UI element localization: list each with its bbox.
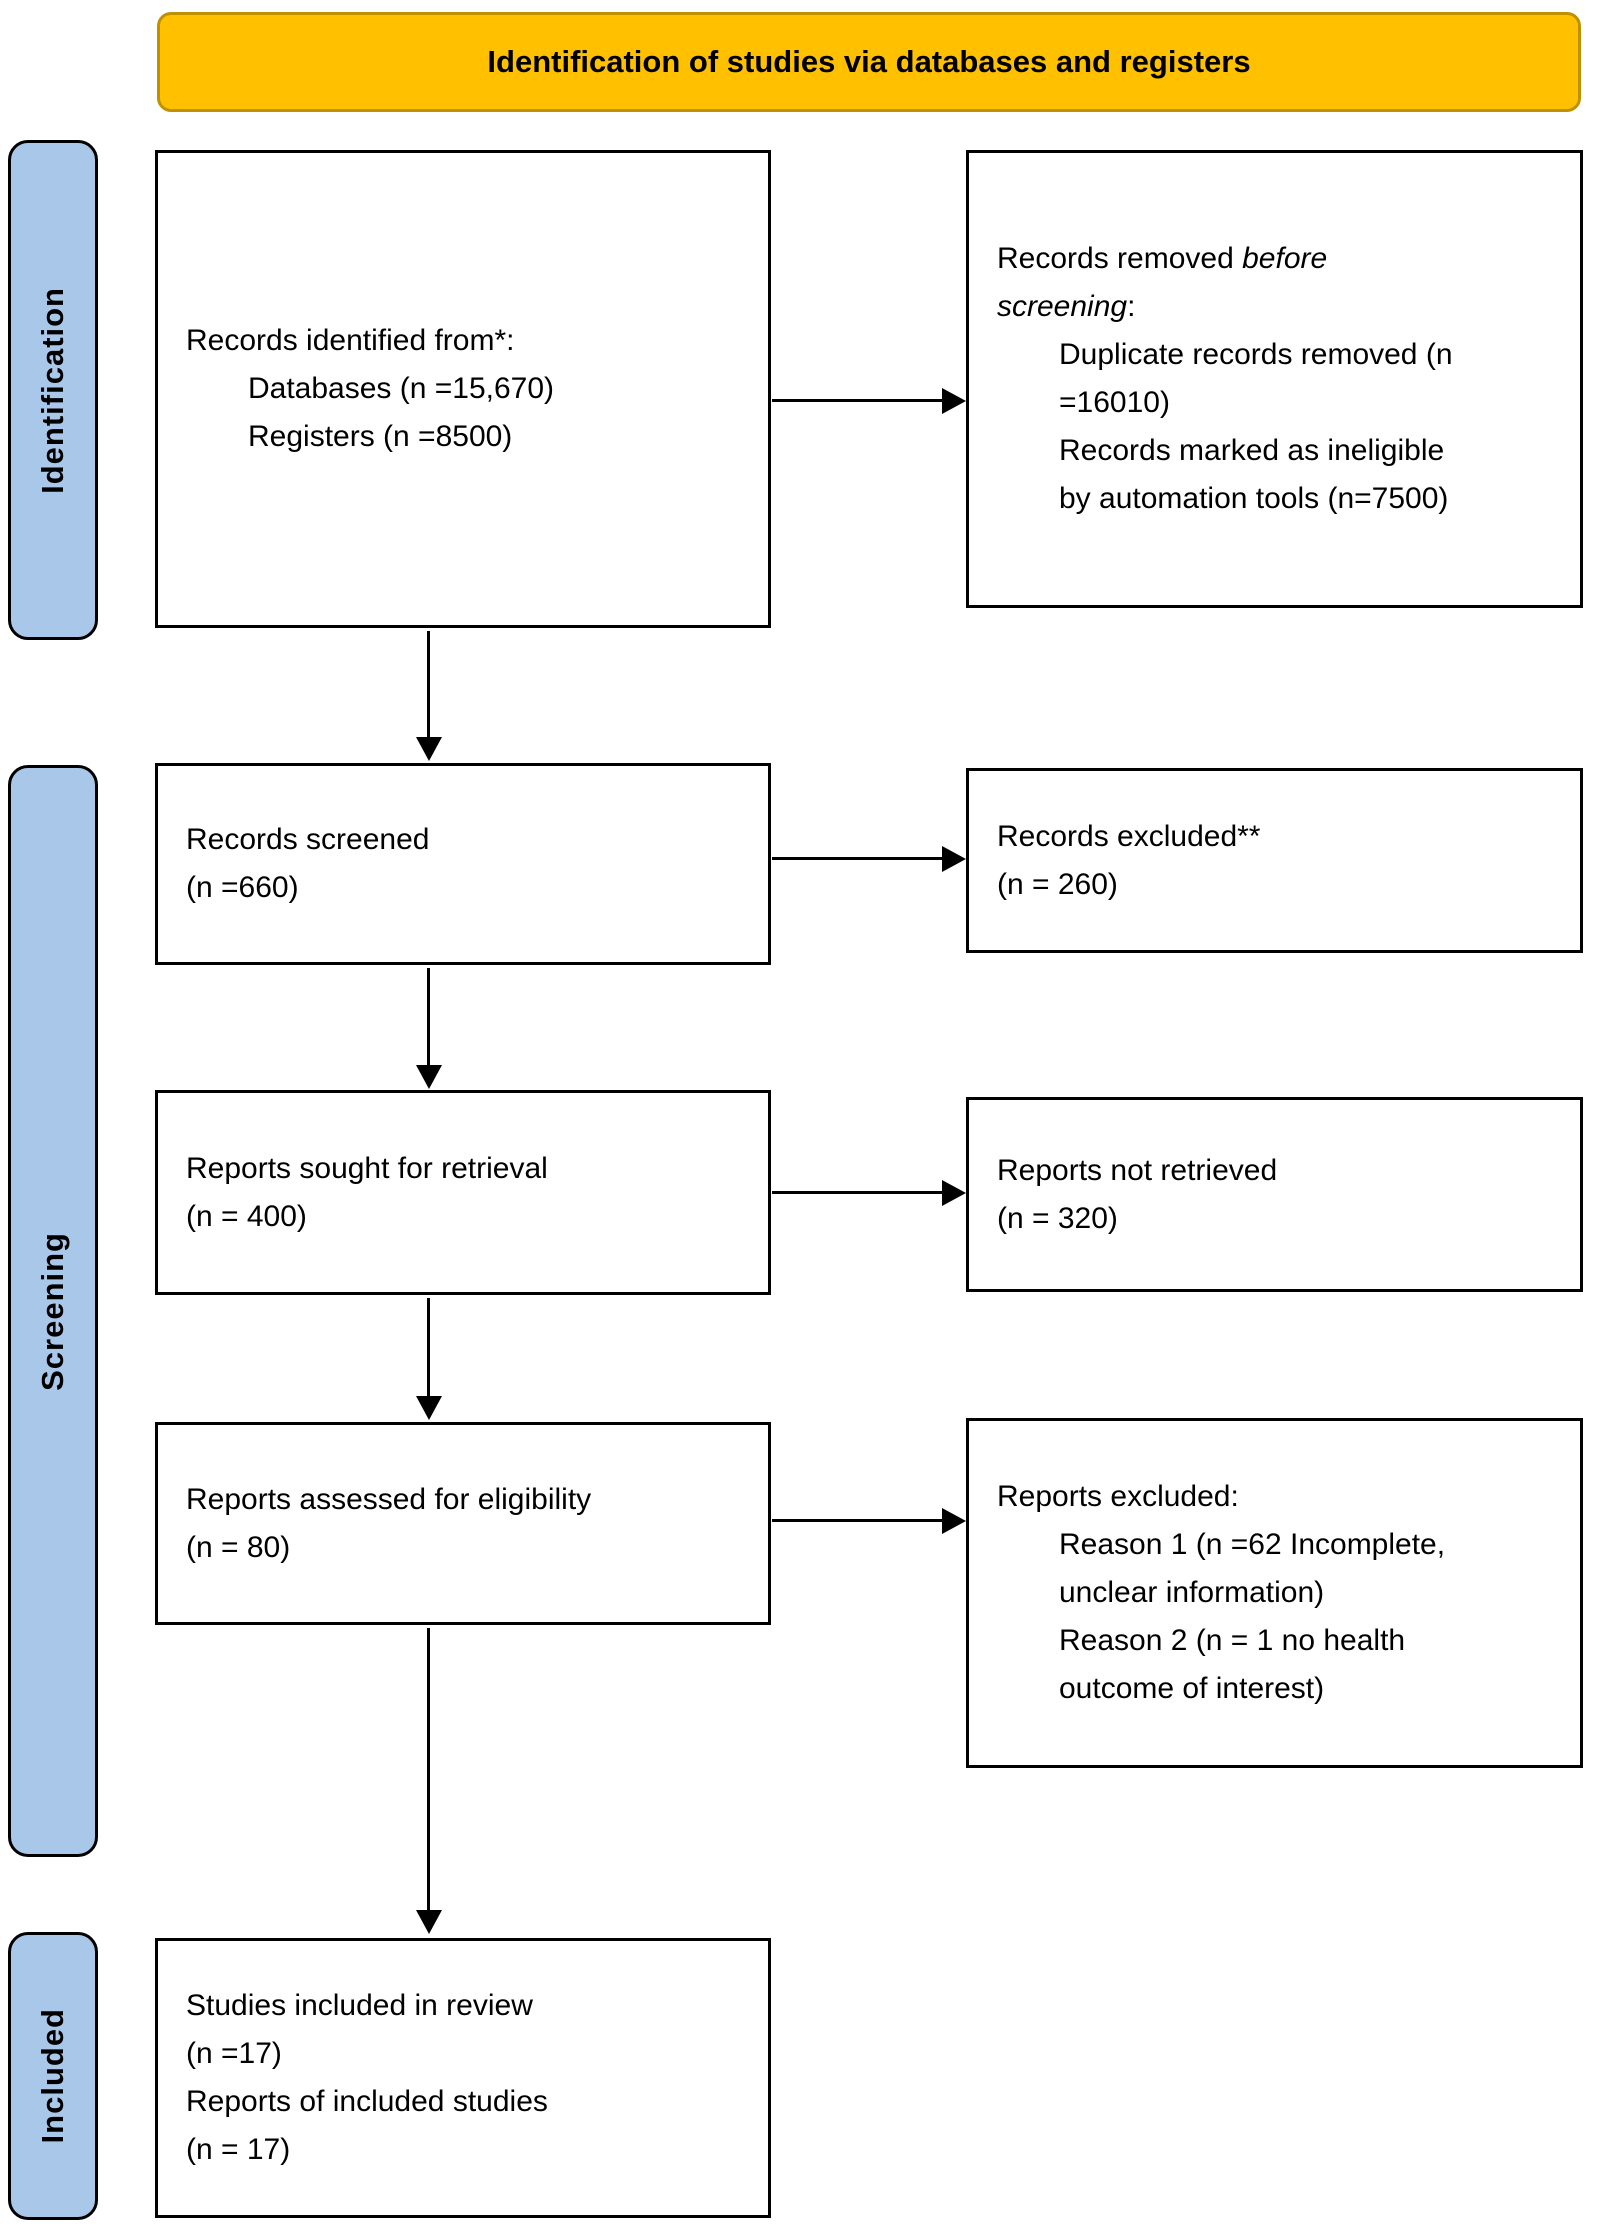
reports-excluded-reason2-line2: outcome of interest) [1059, 1672, 1325, 1705]
studies-included-label: Studies included in review [186, 1989, 533, 2022]
box-reports-sought: Reports sought for retrieval (n = 400) [155, 1090, 771, 1295]
box-records-removed: Records removed before screening: Duplic… [966, 150, 1583, 608]
records-removed-duplicates-line2: =16010) [1059, 386, 1170, 419]
arrow-head-right-icon [942, 388, 966, 414]
box-studies-included: Studies included in review (n =17) Repor… [155, 1938, 771, 2218]
reports-assessed-count: (n = 80) [186, 1530, 291, 1564]
records-identified-title: Records identified from*: [186, 324, 515, 357]
reports-assessed-label: Reports assessed for eligibility [186, 1482, 592, 1516]
arrow-head-down-icon [416, 1910, 442, 1934]
banner-title: Identification of studies via databases … [487, 44, 1251, 79]
records-removed-title-colon: : [1127, 290, 1136, 323]
stage-label-screening: Screening [8, 765, 98, 1857]
reports-sought-label: Reports sought for retrieval [186, 1151, 548, 1185]
box-reports-excluded: Reports excluded: Reason 1 (n =62 Incomp… [966, 1418, 1583, 1768]
reports-excluded-reason1-line1: Reason 1 (n =62 Incomplete, [1059, 1528, 1446, 1561]
reports-not-retrieved-count: (n = 320) [997, 1201, 1118, 1235]
stage-label-screening-text: Screening [35, 1231, 70, 1391]
studies-included-count: (n =17) [186, 2037, 282, 2070]
records-removed-duplicates-line1: Duplicate records removed (n [1059, 338, 1453, 371]
stage-label-included-text: Included [35, 2008, 70, 2144]
records-excluded-count: (n = 260) [997, 867, 1118, 901]
box-reports-assessed: Reports assessed for eligibility (n = 80… [155, 1422, 771, 1625]
reports-excluded-reason2-line1: Reason 2 (n = 1 no health [1059, 1624, 1406, 1657]
records-removed-title-line1: Records removed before [997, 235, 1544, 283]
banner-identification-via-databases: Identification of studies via databases … [157, 12, 1581, 112]
records-screened-label: Records screened [186, 823, 430, 856]
box-records-identified: Records identified from*: Databases (n =… [155, 150, 771, 628]
stage-label-identification-text: Identification [35, 286, 70, 494]
records-removed-automation-line2: by automation tools (n=7500) [1059, 482, 1449, 515]
records-removed-title-italic2: screening [997, 290, 1128, 323]
box-records-excluded: Records excluded** (n = 260) [966, 768, 1583, 953]
records-identified-registers: Registers (n =8500) [248, 420, 513, 453]
stage-label-included: Included [8, 1932, 98, 2220]
box-reports-not-retrieved: Reports not retrieved (n = 320) [966, 1097, 1583, 1292]
records-removed-title-italic1: before [1242, 242, 1328, 275]
records-identified-databases: Databases (n =15,670) [248, 372, 555, 405]
records-removed-title-line2: screening: [997, 283, 1544, 331]
reports-excluded-reason1-line2: unclear information) [1059, 1576, 1325, 1609]
arrow-head-right-icon [942, 846, 966, 872]
reports-included-count: (n = 17) [186, 2133, 291, 2166]
records-removed-automation-line1: Records marked as ineligible [1059, 434, 1445, 467]
box-records-screened: Records screened (n =660) [155, 763, 771, 965]
arrow-head-right-icon [942, 1508, 966, 1534]
arrow-head-down-icon [416, 737, 442, 761]
records-removed-title-prefix: Records removed [997, 242, 1243, 275]
arrow-head-down-icon [416, 1065, 442, 1089]
arrow-head-right-icon [942, 1180, 966, 1206]
records-screened-count: (n =660) [186, 871, 299, 904]
records-excluded-label: Records excluded** [997, 819, 1261, 853]
reports-included-label: Reports of included studies [186, 2085, 548, 2118]
reports-excluded-title: Reports excluded: [997, 1480, 1239, 1513]
arrow-head-down-icon [416, 1396, 442, 1420]
reports-not-retrieved-label: Reports not retrieved [997, 1153, 1278, 1187]
reports-sought-count: (n = 400) [186, 1199, 307, 1233]
stage-label-identification: Identification [8, 140, 98, 640]
